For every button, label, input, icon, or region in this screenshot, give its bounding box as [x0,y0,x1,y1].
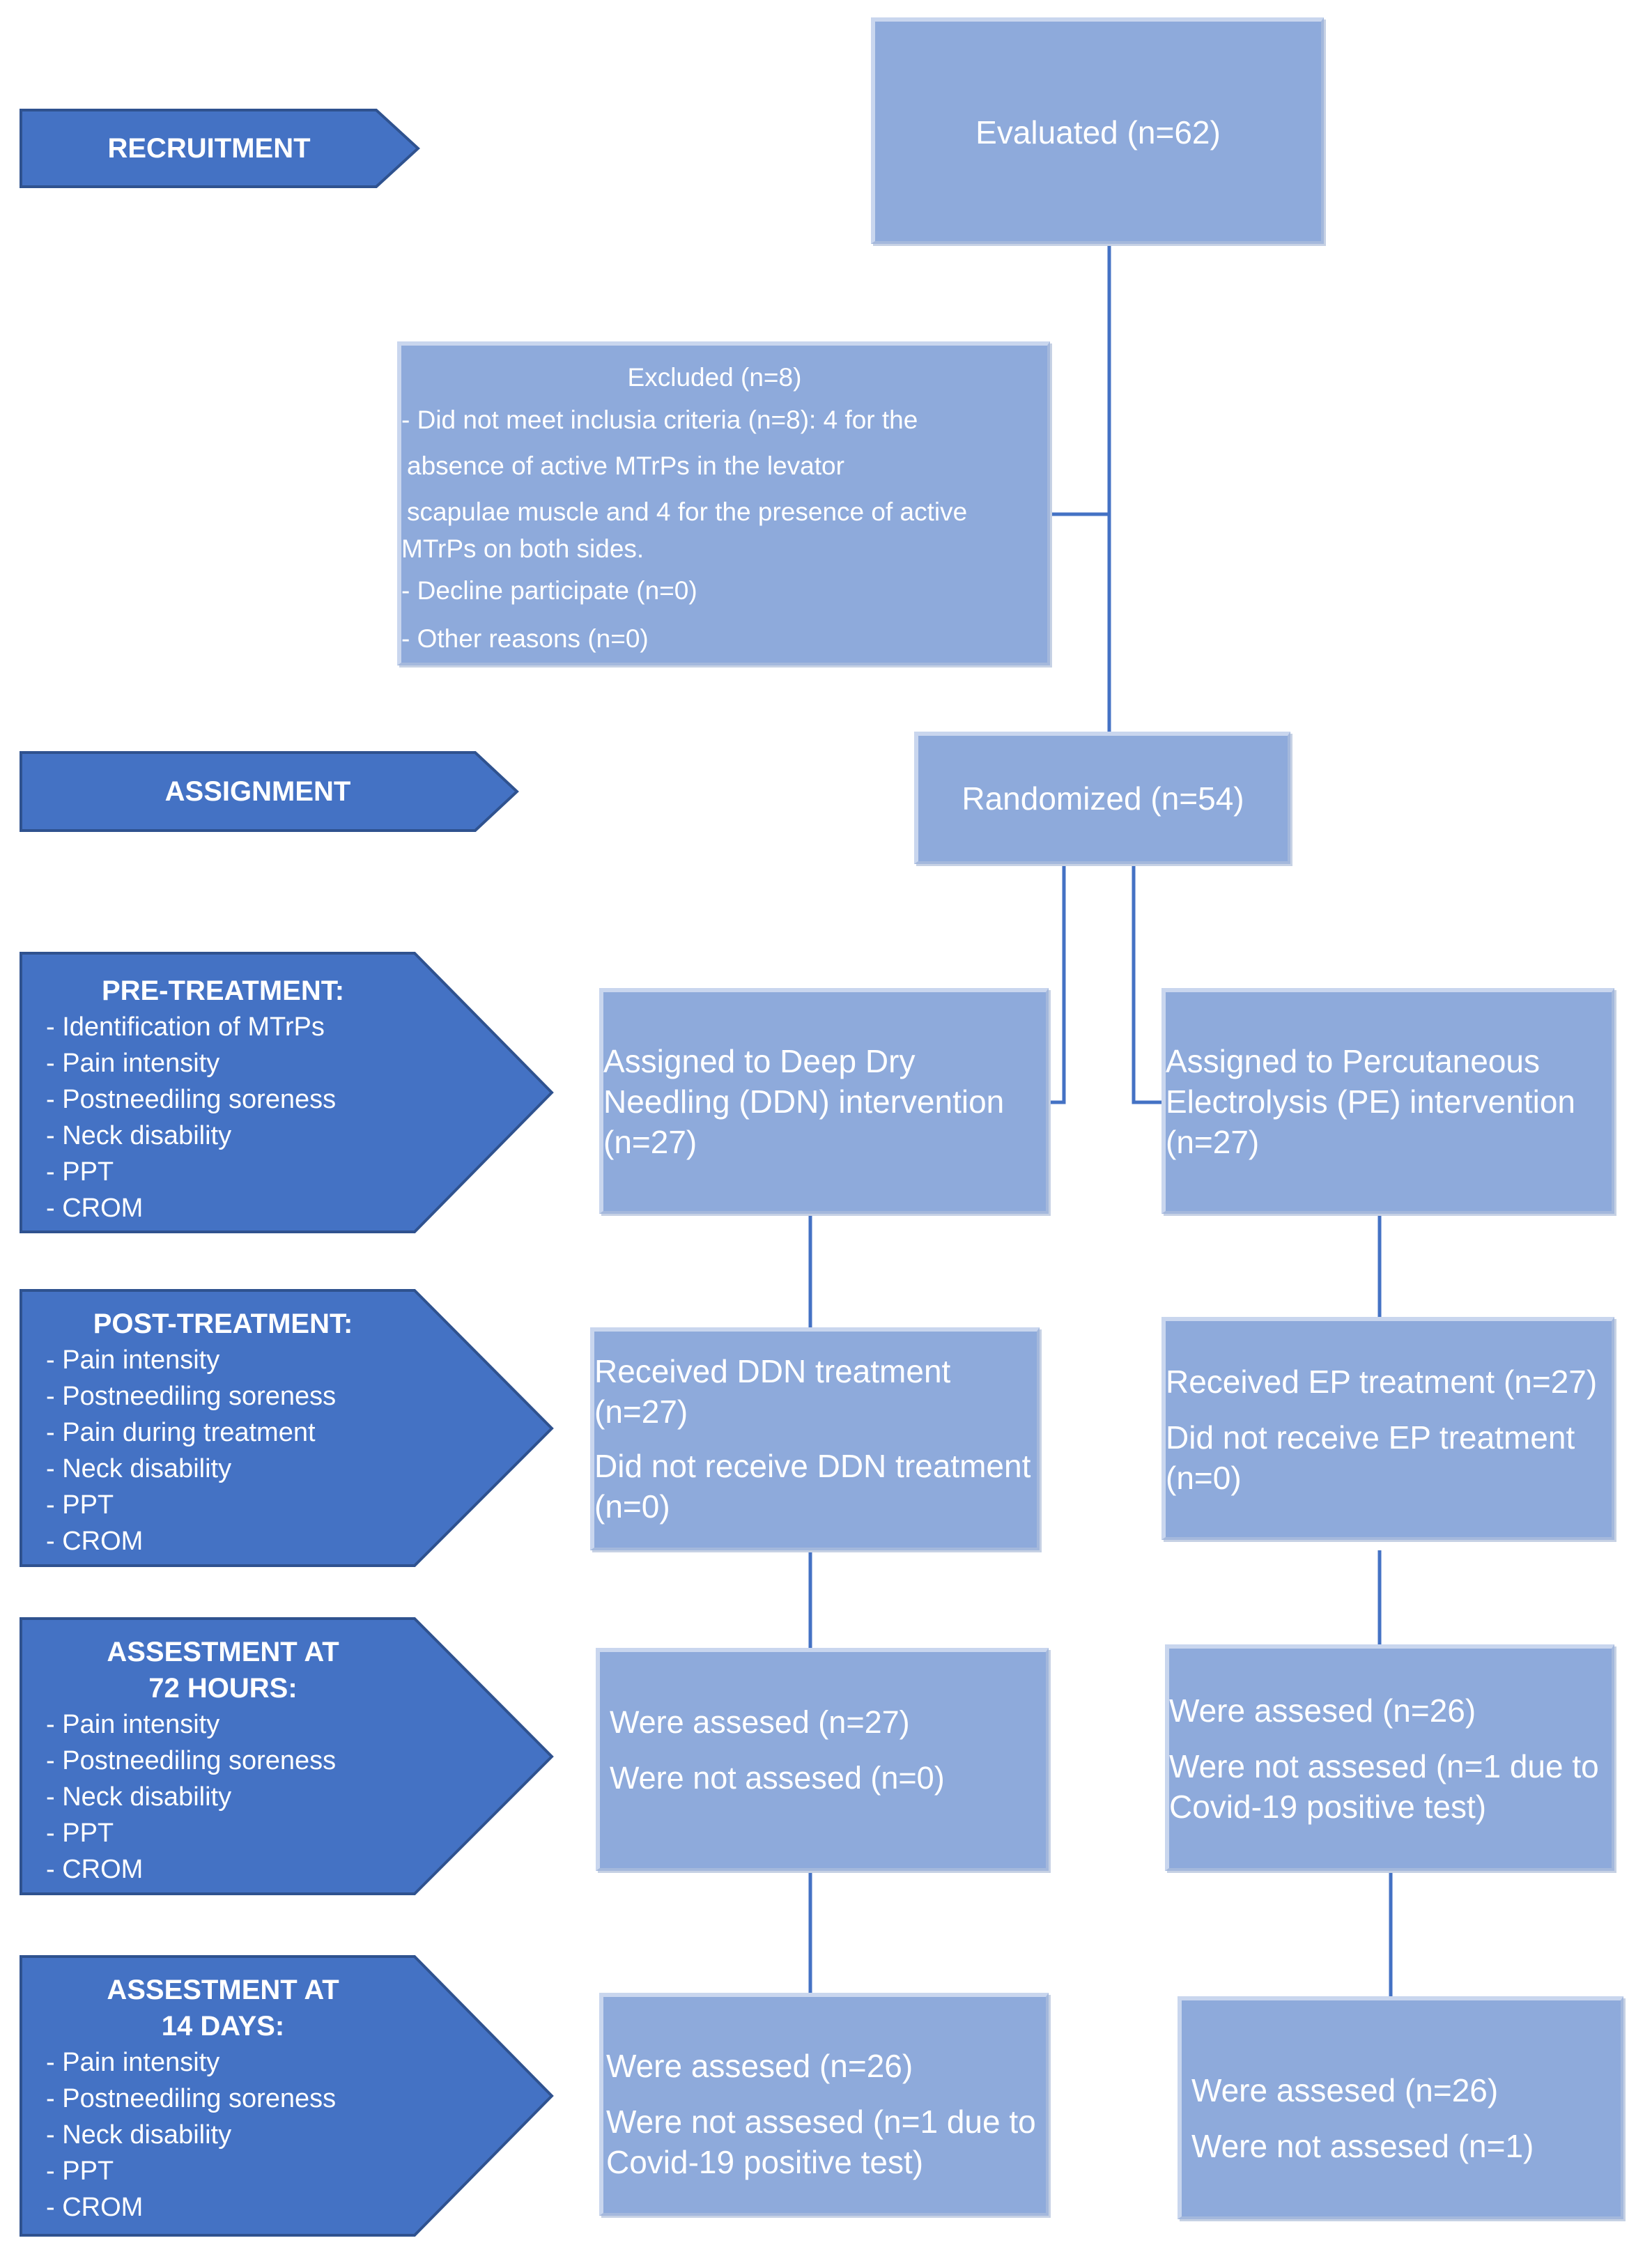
stage-14d-item: Pain intensity [46,2044,425,2081]
box-evaluated: Evaluated (n=62) [871,17,1324,244]
stage-assignment: ASSIGNMENT [20,751,519,832]
stage-72h-title-2: 72 HOURS: [148,1673,298,1704]
stage-post-item: Postneediling soreness [46,1378,425,1414]
stage-72h-list: Pain intensity Postneediling soreness Ne… [46,1706,425,1888]
excluded-line: absence of active MTrPs in the levator [407,452,844,480]
ddn-not-received-text: Did not receive DDN treatment (n=0) [594,1448,1031,1525]
excluded-line: scapulae muscle and 4 for the presence o… [407,497,968,526]
connector-randomized-pe [1132,864,1161,1104]
stage-post-list: Pain intensity Postneediling soreness Pa… [46,1342,425,1559]
pe-14d-assessed: Were assesed (n=26) [1191,2072,1499,2108]
stage-pre-item: CROM [46,1190,425,1226]
stage-14d-item: Neck disability [46,2117,425,2153]
stage-pre-item: Neck disability [46,1118,425,1154]
ep-received-text: Received EP treatment (n=27) [1166,1364,1598,1400]
stage-assignment-title: ASSIGNMENT [164,776,351,807]
box-pe-14d: Were assesed (n=26) Were not assesed (n=… [1178,1996,1623,2219]
stage-pre-treatment: PRE-TREATMENT: Identification of MTrPs P… [20,952,554,1233]
stage-72h-item: Pain intensity [46,1706,425,1743]
stage-14d-item: PPT [46,2153,425,2189]
stage-post-item: Pain intensity [46,1342,425,1378]
stage-14d-item: Postneediling soreness [46,2081,425,2117]
stage-14d-item: CROM [46,2189,425,2225]
pe-14d-not-assessed: Were not assesed (n=1) [1191,2128,1534,2164]
stage-72h-item: PPT [46,1815,425,1851]
stage-assessment-14d: ASSESTMENT AT 14 DAYS: Pain intensity Po… [20,1955,554,2237]
box-ddn-assigned: Assigned to Deep Dry Needling (DDN) inte… [599,988,1049,1214]
stage-72h-item: Neck disability [46,1779,425,1815]
excluded-line: - Did not meet inclusia criteria (n=8): … [401,406,918,434]
stage-pre-title: PRE-TREATMENT: [101,975,345,1006]
box-ddn-72h: Were assesed (n=27) Were not assesed (n=… [596,1648,1049,1871]
box-ddn-14d: Were assesed (n=26) Were not assesed (n=… [599,1993,1049,2216]
ddn-72h-not-assessed: Were not assesed (n=0) [610,1760,945,1796]
box-randomized: Randomized (n=54) [914,732,1290,864]
stage-pre-list: Identification of MTrPs Pain intensity P… [46,1009,425,1226]
stage-post-treatment: POST-TREATMENT: Pain intensity Postneedi… [20,1289,554,1567]
ddn-14d-assessed: Were assesed (n=26) [606,2048,913,2084]
box-pe-72h: Were assesed (n=26) Were not assesed (n=… [1165,1644,1614,1871]
ddn-14d-not-assessed: Were not assesed (n=1 due to Covid-19 po… [606,2104,1036,2180]
box-pe-assigned: Assigned to Percutaneous Electrolysis (P… [1161,988,1614,1214]
stage-pre-item: Identification of MTrPs [46,1009,425,1045]
stage-72h-title-1: ASSESTMENT AT [107,1637,339,1667]
ddn-72h-assessed: Were assesed (n=27) [610,1704,910,1740]
stage-recruitment: RECRUITMENT [20,109,420,188]
stage-arrow-shape [20,109,420,188]
excluded-line: MTrPs on both sides. [401,534,644,563]
evaluated-text: Evaluated (n=62) [975,114,1221,151]
randomized-text: Randomized (n=54) [962,780,1244,817]
stage-recruitment-title: RECRUITMENT [107,133,311,164]
stage-72h-item: CROM [46,1851,425,1888]
pe-72h-not-assessed: Were not assesed (n=1 due to Covid-19 po… [1169,1748,1599,1825]
stage-assessment-72h: ASSESTMENT AT 72 HOURS: Pain intensity P… [20,1617,554,1895]
stage-pre-item: PPT [46,1154,425,1190]
ddn-received-text: Received DDN treatment (n=27) [594,1353,951,1430]
excluded-line: - Other reasons (n=0) [401,624,649,653]
pe-72h-assessed: Were assesed (n=26) [1169,1692,1476,1729]
excluded-title: Excluded (n=8) [627,363,802,392]
stage-post-item: CROM [46,1523,425,1559]
stage-post-item: PPT [46,1487,425,1523]
stage-arrow-shape [20,751,519,832]
stage-14d-list: Pain intensity Postneediling soreness Ne… [46,2044,425,2225]
box-ddn-received: Received DDN treatment (n=27) Did not re… [590,1327,1040,1550]
box-ep-received: Received EP treatment (n=27) Did not rec… [1161,1317,1614,1540]
stage-post-title: POST-TREATMENT: [93,1309,353,1339]
stage-pre-item: Pain intensity [46,1045,425,1081]
stage-post-item: Neck disability [46,1451,425,1487]
ep-not-received-text: Did not receive EP treatment (n=0) [1166,1419,1575,1496]
excluded-line: - Decline participate (n=0) [401,576,697,605]
stage-pre-item: Postneediling soreness [46,1081,425,1118]
stage-72h-item: Postneediling soreness [46,1743,425,1779]
stage-post-item: Pain during treatment [46,1414,425,1451]
pe-assigned-text: Assigned to Percutaneous Electrolysis (P… [1166,1043,1575,1160]
box-excluded: Excluded (n=8) - Did not meet inclusia c… [397,341,1050,665]
stage-14d-title-2: 14 DAYS: [161,2011,285,2042]
stage-14d-title-1: ASSESTMENT AT [107,1975,339,2005]
ddn-assigned-text: Assigned to Deep Dry Needling (DDN) inte… [603,1043,1005,1160]
